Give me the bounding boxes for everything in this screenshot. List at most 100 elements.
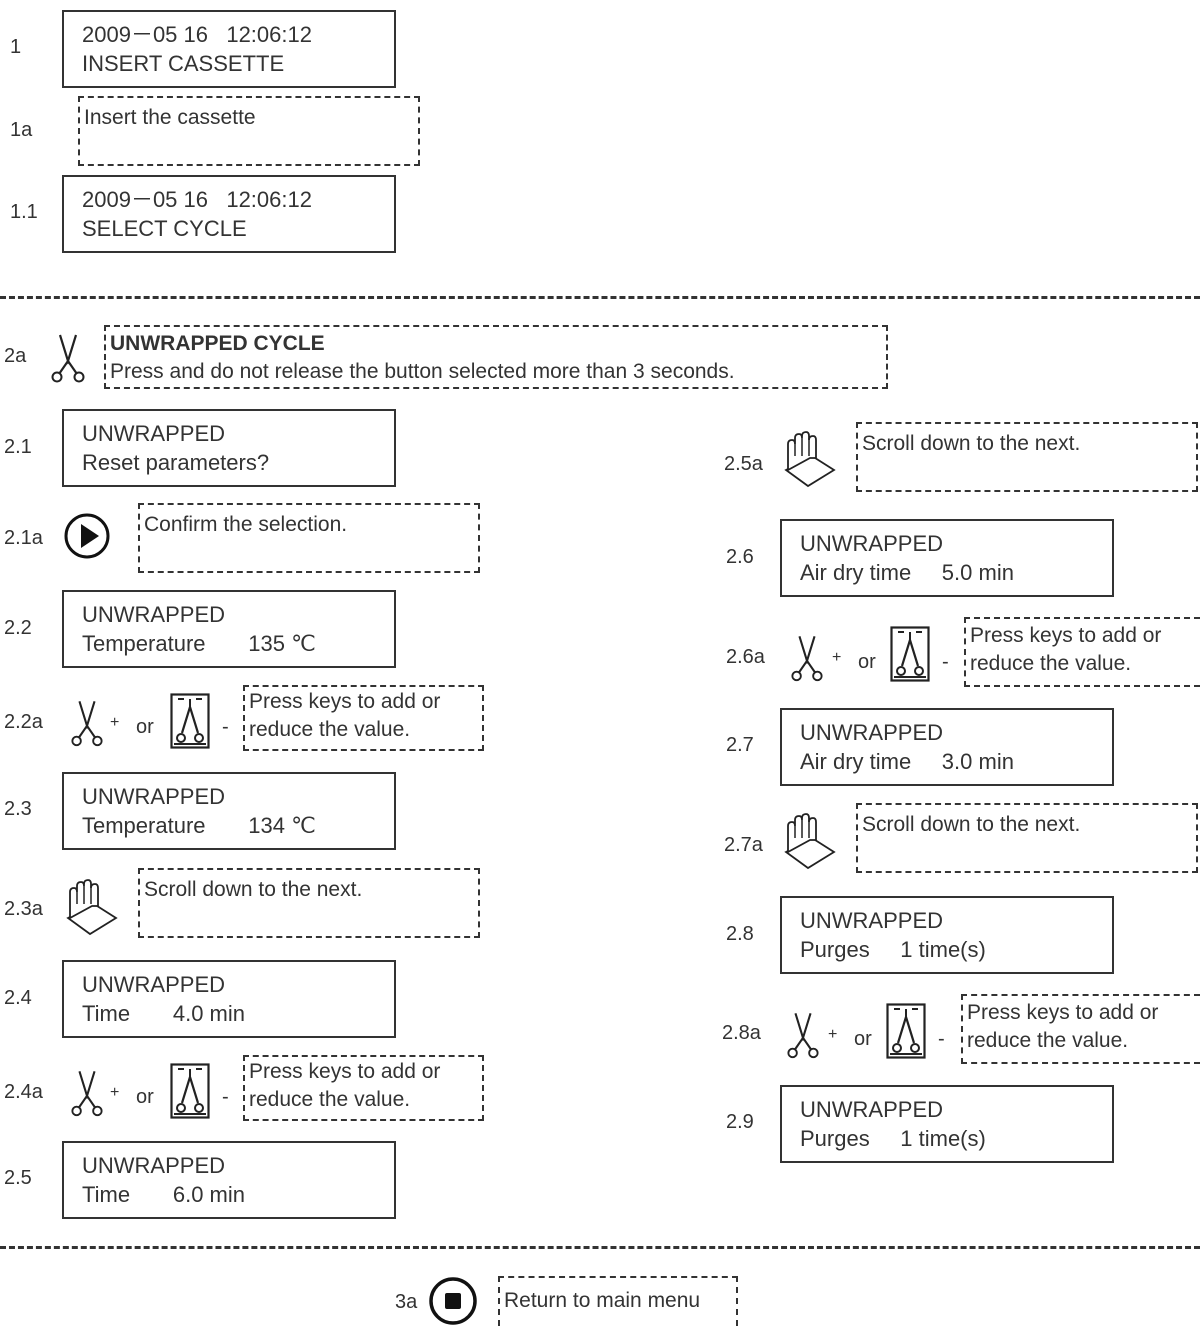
or-text: or (136, 1086, 154, 1108)
lcd-display: 2009－05 16 12:06:12 INSERT CASSETTE (62, 10, 396, 88)
step-label: 2.9 (726, 1111, 754, 1133)
lcd-display: UNWRAPPED Purges 1 time(s) (780, 1085, 1114, 1163)
lcd-display: UNWRAPPED Reset parameters? (62, 409, 396, 487)
lcd-line: UNWRAPPED (82, 602, 226, 627)
note-text: reduce the value. (967, 1029, 1129, 1052)
scissors-icon (70, 1068, 104, 1118)
lcd-line: UNWRAPPED (800, 1097, 944, 1122)
note-text: reduce the value. (249, 1088, 411, 1111)
minus-sign: - (222, 1086, 229, 1108)
step-label: 2.3 (4, 798, 32, 820)
note-text: reduce the value. (249, 718, 411, 741)
lcd-line: SELECT CYCLE (82, 216, 247, 241)
lcd-display: UNWRAPPED Air dry time 5.0 min (780, 519, 1114, 597)
plus-sign: + (110, 714, 120, 731)
lcd-line: Purges 1 time(s) (800, 937, 986, 962)
step-label: 2.5 (4, 1167, 32, 1189)
instruction-note: Scroll down to the next. (856, 803, 1198, 873)
note-text: Return to main menu (504, 1289, 701, 1312)
note-title: UNWRAPPED CYCLE (110, 332, 325, 355)
note-text: Scroll down to the next. (862, 432, 1081, 455)
plus-sign: + (832, 649, 842, 666)
instruction-note: Press keys to add or reduce the value. (243, 685, 484, 751)
note-text: Confirm the selection. (144, 513, 348, 536)
scissors-icon (786, 1010, 820, 1060)
scissors-icon (50, 330, 86, 386)
step-label: 2.6 (726, 546, 754, 568)
lcd-line: Temperature 135 ℃ (82, 631, 316, 656)
step-label: 1a (10, 119, 33, 141)
instruction-note: UNWRAPPED CYCLE Press and do not release… (104, 325, 888, 389)
minus-sign: - (222, 716, 229, 738)
lcd-display: UNWRAPPED Temperature 135 ℃ (62, 590, 396, 668)
instruction-note: Press keys to add or reduce the value. (243, 1055, 484, 1121)
instruction-note: Confirm the selection. (138, 503, 480, 573)
lcd-line: UNWRAPPED (82, 784, 226, 809)
lcd-line: Temperature 134 ℃ (82, 813, 316, 838)
instruction-note: Return to main menu (498, 1276, 738, 1326)
or-text: or (854, 1028, 872, 1050)
minus-sign: - (942, 651, 949, 673)
lcd-display: 2009－05 16 12:06:12 SELECT CYCLE (62, 175, 396, 253)
stop-icon (428, 1276, 478, 1326)
lcd-display: UNWRAPPED Air dry time 3.0 min (780, 708, 1114, 786)
lcd-line: 2009－05 16 12:06:12 (82, 187, 312, 212)
lcd-line: Purges 1 time(s) (800, 1126, 986, 1151)
lcd-display: UNWRAPPED Purges 1 time(s) (780, 896, 1114, 974)
note-text: Insert the cassette (84, 106, 256, 129)
lcd-line: UNWRAPPED (800, 531, 944, 556)
step-label: 2.4 (4, 987, 32, 1009)
step-label: 2.2a (4, 711, 43, 733)
step-label: 2.2 (4, 617, 32, 639)
lcd-display: UNWRAPPED Temperature 134 ℃ (62, 772, 396, 850)
lcd-line: UNWRAPPED (800, 720, 944, 745)
step-label: 1 (10, 36, 22, 58)
lcd-line: INSERT CASSETTE (82, 51, 285, 76)
scissors-icon (790, 633, 824, 683)
note-text: Scroll down to the next. (862, 813, 1081, 836)
instruction-note: Scroll down to the next. (856, 422, 1198, 492)
hand-scroll-icon (782, 430, 838, 490)
step-label: 1.1 (10, 201, 38, 223)
note-text: Press keys to add or (249, 1060, 441, 1083)
step-label: 2.7 (726, 734, 754, 756)
section-divider (0, 296, 1200, 299)
step-label: 2a (4, 345, 27, 367)
note-text: reduce the value. (970, 652, 1132, 675)
step-label: 2.6a (726, 646, 765, 668)
play-icon (64, 513, 110, 559)
note-text: Press keys to add or (967, 1001, 1159, 1024)
lcd-line: Air dry time 5.0 min (800, 560, 1014, 585)
step-label: 2.4a (4, 1081, 43, 1103)
note-text: Press keys to add or (249, 690, 441, 713)
instruction-note: Press keys to add or reduce the value. (964, 617, 1200, 687)
clamp-icon (170, 1062, 210, 1120)
plus-sign: + (110, 1084, 120, 1101)
clamp-icon (170, 692, 210, 750)
lcd-display: UNWRAPPED Time 6.0 min (62, 1141, 396, 1219)
step-label: 2.1 (4, 436, 32, 458)
note-text: Press and do not release the button sele… (110, 360, 735, 383)
hand-scroll-icon (782, 812, 838, 872)
lcd-display: UNWRAPPED Time 4.0 min (62, 960, 396, 1038)
step-label: 3a (395, 1291, 418, 1313)
or-text: or (136, 716, 154, 738)
or-text: or (858, 651, 876, 673)
step-label: 2.7a (724, 834, 763, 856)
lcd-line: 2009－05 16 12:06:12 (82, 22, 312, 47)
plus-sign: + (828, 1026, 838, 1043)
lcd-line: UNWRAPPED (82, 421, 226, 446)
step-label: 2.1a (4, 527, 43, 549)
lcd-line: Air dry time 3.0 min (800, 749, 1014, 774)
instruction-note: Scroll down to the next. (138, 868, 480, 938)
note-text: Press keys to add or (970, 624, 1162, 647)
step-label: 2.8a (722, 1022, 761, 1044)
clamp-icon (890, 625, 930, 683)
lcd-line: Time 4.0 min (82, 1001, 246, 1026)
lcd-line: UNWRAPPED (800, 908, 944, 933)
lcd-line: Reset parameters? (82, 450, 270, 475)
minus-sign: - (938, 1028, 945, 1050)
scissors-icon (70, 698, 104, 748)
step-label: 2.8 (726, 923, 754, 945)
section-divider (0, 1246, 1200, 1249)
